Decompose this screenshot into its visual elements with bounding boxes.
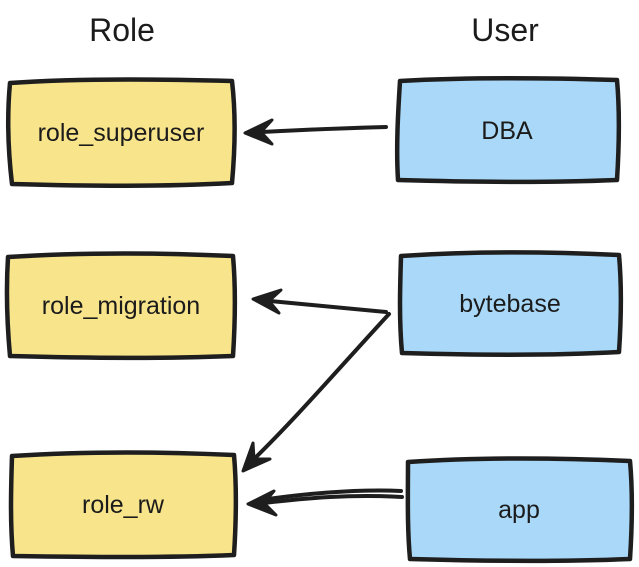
arrow-shaft <box>262 493 404 505</box>
node-role-rw: role_rw <box>8 450 239 560</box>
arrow-head-icon <box>251 288 283 315</box>
node-user-bytebase: bytebase <box>397 250 624 357</box>
user-app-box <box>405 456 635 564</box>
node-role-superuser: role_superuser <box>6 77 237 188</box>
user-dba-label: DBA <box>481 117 533 145</box>
arrow-head-icon <box>241 441 272 473</box>
arrow-head-icon <box>243 118 274 146</box>
node-user-app: app <box>405 456 635 564</box>
column-header-role: Role <box>89 12 155 48</box>
node-role-migration: role_migration <box>4 251 238 361</box>
user-bytebase-label: bytebase <box>459 290 560 318</box>
role-superuser-box <box>6 77 237 188</box>
arrow-bytebase-to-role-migration <box>251 288 388 315</box>
arrow-shaft <box>260 125 388 134</box>
arrow-head-icon <box>246 489 278 517</box>
role-migration-box <box>4 251 238 361</box>
user-dba-box <box>394 76 622 185</box>
arrow-shaft-sketch-stroke <box>266 488 403 501</box>
arrow-shaft <box>268 299 388 314</box>
arrow-shaft <box>252 312 391 461</box>
role-superuser-label: role_superuser <box>38 119 205 147</box>
arrow-app-to-role-rw <box>246 488 404 517</box>
user-app-label: app <box>498 496 540 524</box>
role-rw-box <box>8 450 239 560</box>
arrow-bytebase-to-role-rw <box>241 312 391 473</box>
role-migration-label: role_migration <box>42 292 200 320</box>
arrow-dba-to-role-superuser <box>243 118 388 146</box>
role-rw-label: role_rw <box>82 491 165 519</box>
node-user-dba: DBA <box>394 76 622 185</box>
user-bytebase-box <box>397 250 624 357</box>
column-header-user: User <box>471 12 539 48</box>
